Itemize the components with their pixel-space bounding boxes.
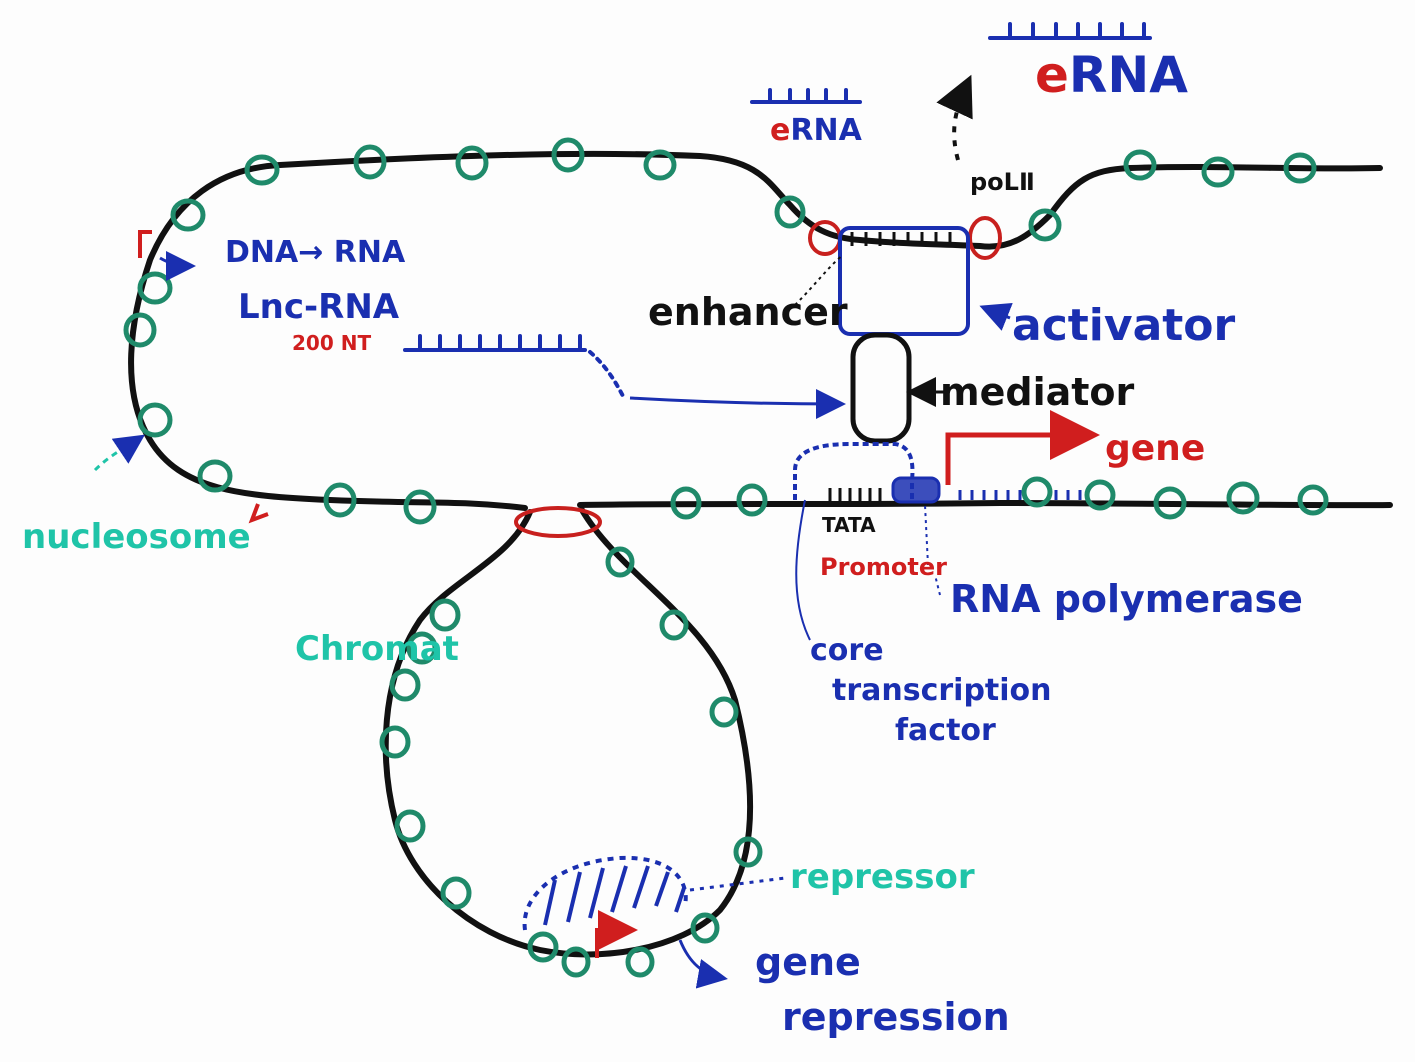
nucleosome — [353, 144, 387, 180]
promoter-label: Promoter — [820, 553, 947, 581]
nucleosome — [244, 154, 280, 186]
nucleosome — [1028, 208, 1062, 242]
nucleosome-group — [123, 137, 1329, 978]
nucleosome — [774, 195, 806, 229]
tss-arrow-icon — [595, 910, 638, 958]
nucleosome — [527, 931, 559, 963]
nucleosome — [123, 312, 157, 348]
tss-arrow-icon — [248, 503, 269, 524]
erna-big-label: eRNA — [1035, 46, 1188, 104]
nucleosome — [551, 137, 585, 173]
nucleosome — [197, 459, 233, 493]
core-tf-leader — [795, 499, 811, 641]
polymerase-leader — [924, 504, 941, 596]
mediator-box — [850, 332, 912, 444]
nucleosome — [403, 489, 437, 525]
nucleosome — [733, 836, 763, 868]
gene-ticks — [958, 490, 1082, 500]
gene-repression-label-2: repression — [782, 995, 1010, 1039]
erna-small-label: eRNA — [770, 113, 863, 148]
erna-small-transcript — [750, 88, 862, 104]
lnc-rna-transcript — [403, 334, 627, 402]
core-tf-blob — [793, 442, 915, 500]
nucleosome — [625, 946, 655, 978]
gene-repression-arrow — [678, 939, 728, 989]
nucleosome — [323, 482, 357, 518]
mediator-label: mediator — [940, 370, 1135, 414]
nucleosome — [690, 912, 720, 944]
rna-polymerase-label: RNA polymerase — [950, 577, 1303, 621]
pol-ii-label: poLⅡ — [970, 168, 1035, 196]
core-tf-label-3: factor — [895, 713, 996, 748]
tata-label: TATA — [822, 513, 876, 537]
activator-label: activator — [1012, 300, 1236, 351]
nucleosome — [1084, 479, 1116, 511]
nucleosome — [1283, 152, 1317, 184]
nucleosome — [137, 271, 173, 305]
loop-anchor-ring — [514, 506, 602, 538]
nucleosome — [406, 631, 438, 665]
nucleosome — [1021, 476, 1053, 508]
erna-big-transcript — [988, 22, 1152, 40]
dna-strand — [128, 150, 1393, 958]
lnc-rna-label: Lnc-RNA — [238, 287, 400, 327]
nucleosome — [1201, 156, 1235, 188]
nucleosome — [137, 402, 173, 438]
nucleosome — [455, 145, 489, 181]
nucleosome — [561, 946, 591, 978]
enhancer-ticks — [850, 232, 952, 246]
nucleosome-leader — [93, 434, 145, 472]
gene-repression-label-1: gene — [755, 940, 861, 984]
chromatin-label: Chromat — [295, 629, 459, 669]
nucleosome — [643, 149, 677, 181]
nucleosome — [429, 598, 461, 632]
nucleosome — [1123, 149, 1157, 181]
nucleosome — [1297, 484, 1329, 516]
lnc-rna-arrow — [629, 388, 846, 419]
nt-200-label: 200 NT — [292, 331, 371, 355]
repressor-label: repressor — [790, 857, 975, 897]
gene-label: gene — [1105, 428, 1205, 469]
nucleosome — [379, 725, 411, 759]
loop-anchor-ring — [968, 216, 1002, 260]
repressor-blob — [522, 855, 688, 931]
dna-rna-label: DNA→ RNA — [225, 235, 406, 270]
nucleosome — [1226, 481, 1260, 515]
core-tf-label-1: core — [810, 633, 884, 668]
nucleosome — [659, 609, 689, 641]
nucleosome — [605, 546, 635, 578]
nucleosome — [709, 696, 739, 728]
core-tf-label-2: transcription — [832, 673, 1052, 708]
activator-box — [838, 226, 970, 336]
tss-arrow-icon — [138, 230, 152, 258]
enhancer-leader — [794, 254, 844, 306]
nucleosome-label: nucleosome — [22, 517, 251, 557]
nucleosome — [440, 876, 472, 910]
tata-ticks — [828, 488, 882, 502]
activator-leader — [979, 302, 1013, 331]
nucleosome — [394, 809, 426, 843]
nucleosome — [389, 668, 421, 702]
enhancer-label: enhancer — [648, 290, 848, 334]
pol-ii-arrow — [936, 74, 973, 161]
nucleosome — [736, 483, 768, 517]
nucleosome — [1153, 486, 1187, 520]
dna-rna-arrow — [159, 250, 196, 281]
nucleosome — [170, 198, 206, 232]
nucleosome — [670, 486, 702, 520]
tss-arrow-icon — [945, 410, 1100, 485]
rna-polymerase-shape — [891, 476, 941, 504]
